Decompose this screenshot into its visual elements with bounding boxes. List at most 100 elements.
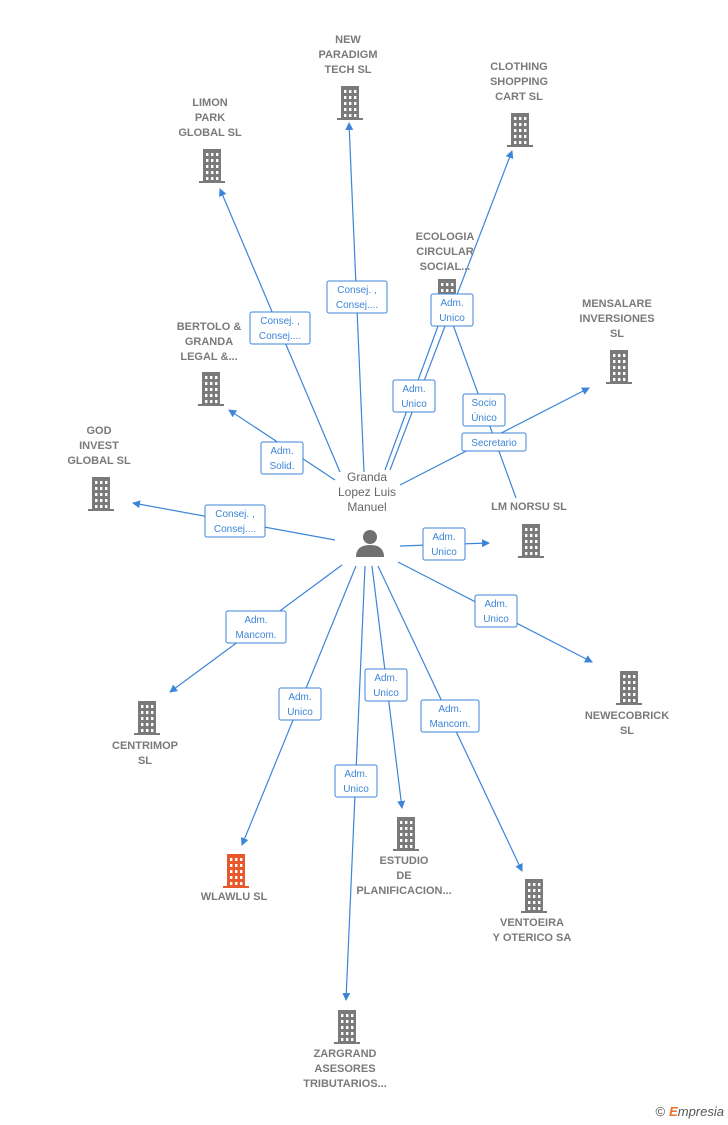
node-label-clothing[interactable]: SHOPPING	[490, 76, 548, 88]
node-label-estudio[interactable]: DE	[396, 870, 411, 882]
node-label-bertolo[interactable]: GRANDA	[185, 336, 233, 348]
edge-label-mensalare[interactable]: Secretario	[461, 432, 527, 452]
edge-label-text: Unico	[431, 547, 457, 558]
node-label-estudio[interactable]: ESTUDIO	[380, 855, 429, 867]
node-label-ecologia[interactable]: ECOLOGIA	[416, 231, 475, 243]
node-label-clothing[interactable]: CART SL	[495, 91, 543, 103]
edge-label-estudio[interactable]: Adm. Unico	[364, 668, 408, 702]
edge-label-text: Consej....	[336, 300, 378, 311]
node-label-wlawlu[interactable]: WLAWLU SL	[201, 891, 268, 903]
node-label-ventoeira[interactable]: VENTOEIRA	[500, 917, 564, 929]
node-label-clothing[interactable]: CLOTHING	[490, 61, 547, 73]
node-label-god-invest[interactable]: GLOBAL SL	[67, 455, 131, 467]
node-label-estudio[interactable]: PLANIFICACION...	[356, 885, 451, 897]
node-label-mensalare[interactable]: MENSALARE	[582, 298, 652, 310]
node-label-centrimop[interactable]: SL	[138, 755, 152, 767]
node-label-limon[interactable]: GLOBAL SL	[178, 127, 242, 139]
edge-label-lm-norsu[interactable]: Adm. Unico	[422, 527, 466, 561]
node-label-zargrand[interactable]: TRIBUTARIOS...	[303, 1078, 387, 1090]
edge-label-text: Adm.	[438, 704, 461, 715]
edge-label-text: Consej....	[214, 524, 256, 535]
copyright-symbol: ©	[655, 1104, 666, 1119]
building-icon-new-paradigm[interactable]	[337, 86, 363, 120]
edge-label-text: Consej....	[259, 331, 301, 342]
edge-label-text: Adm.	[374, 673, 397, 684]
edge-label-text: Adm.	[344, 769, 367, 780]
edges-layer	[132, 122, 593, 1001]
edge-label-ventoeira[interactable]: Adm. Mancom.	[420, 699, 480, 733]
edge-label-text: Adm.	[440, 298, 463, 309]
node-label-ventoeira[interactable]: Y OTERICO SA	[493, 932, 572, 944]
building-icon-zargrand[interactable]	[334, 1010, 360, 1044]
edge-label-text: Único	[471, 411, 497, 424]
edge-label-text: Unico	[287, 707, 313, 718]
node-label-newecobrick[interactable]: NEWECOBRICK	[585, 710, 669, 722]
edge-label-text: Unico	[439, 313, 465, 324]
edge-label-god-invest[interactable]: Consej. , Consej....	[204, 504, 266, 538]
edge-label-newecobrick[interactable]: Adm. Unico	[474, 594, 518, 628]
edge-label-new-paradigm[interactable]: Consej. ,Consej....	[326, 280, 388, 314]
person-icon[interactable]	[356, 530, 384, 557]
edge-label-text: Secretario	[471, 438, 517, 449]
center-label-line: Lopez Luis	[338, 485, 396, 499]
building-icon-ventoeira[interactable]	[521, 879, 547, 913]
edge-label-ecologia[interactable]: Adm. Unico	[430, 293, 474, 327]
edge-label-text: Unico	[483, 614, 509, 625]
edge-label-zargrand[interactable]: Adm.Unico	[334, 764, 378, 798]
node-label-bertolo[interactable]: LEGAL &...	[180, 351, 237, 363]
edge-label-text: Consej. ,	[215, 509, 254, 520]
node-label-zargrand[interactable]: ASESORES	[314, 1063, 375, 1075]
edge-label-text: Socio	[471, 398, 496, 409]
edge-label-limon[interactable]: Consej. ,Consej....	[249, 311, 311, 345]
node-label-ecologia[interactable]: SOCIAL...	[420, 261, 471, 273]
building-icon-centrimop[interactable]	[134, 701, 160, 735]
node-label-limon[interactable]: PARK	[195, 112, 225, 124]
edge-label-centrimop[interactable]: Adm. Mancom.	[225, 610, 287, 644]
node-label-limon[interactable]: LIMON	[192, 97, 227, 109]
brand-name: mpresia	[677, 1104, 724, 1119]
footer-brand[interactable]: ©Empresia	[655, 1104, 724, 1119]
building-icon-limon[interactable]	[199, 149, 225, 183]
brand-initial: E	[669, 1104, 678, 1119]
node-label-ecologia[interactable]: CIRCULAR	[416, 246, 473, 258]
edge-label-clothing[interactable]: Adm. Unico	[392, 379, 436, 413]
edge-label-text: Adm.	[244, 615, 267, 626]
edge-label-wlawlu[interactable]: Adm. Unico	[278, 687, 322, 721]
edge-label-bertolo[interactable]: Adm.Solid.	[260, 441, 304, 475]
building-icon-wlawlu[interactable]	[223, 854, 249, 888]
node-label-mensalare[interactable]: SL	[610, 328, 624, 340]
center-label-line: Manuel	[347, 500, 386, 514]
node-label-newecobrick[interactable]: SL	[620, 725, 634, 737]
edge-label-text: Adm.	[402, 384, 425, 395]
edge-label-text: Adm.	[484, 599, 507, 610]
building-icon-lm-norsu[interactable]	[518, 524, 544, 558]
edge-labels-layer: Consej. ,Consej....Consej. ,Consej....Ad…	[204, 280, 527, 798]
node-label-god-invest[interactable]: INVEST	[79, 440, 119, 452]
node-label-lm-norsu[interactable]: LM NORSU SL	[491, 501, 567, 513]
building-icon-mensalare[interactable]	[606, 350, 632, 384]
edge-label-text: Adm.	[432, 532, 455, 543]
edge-label-text: Mancom.	[429, 719, 470, 730]
building-icon-clothing[interactable]	[507, 113, 533, 147]
building-icon-estudio[interactable]	[393, 817, 419, 851]
node-label-new-paradigm[interactable]: NEW	[335, 34, 361, 46]
node-label-centrimop[interactable]: CENTRIMOP	[112, 740, 178, 752]
building-icon-newecobrick[interactable]	[616, 671, 642, 705]
node-label-new-paradigm[interactable]: PARADIGM	[318, 49, 377, 61]
node-label-bertolo[interactable]: BERTOLO &	[177, 321, 242, 333]
building-icon-bertolo[interactable]	[198, 372, 224, 406]
edge-label-text: Mancom.	[235, 630, 276, 641]
node-label-mensalare[interactable]: INVERSIONES	[579, 313, 654, 325]
node-label-new-paradigm[interactable]: TECH SL	[324, 64, 371, 76]
edge-label-text: Unico	[401, 399, 427, 410]
edge-label-text: Unico	[373, 688, 399, 699]
center-label-line: Granda	[347, 470, 387, 484]
edge-label-text: Adm.	[288, 692, 311, 703]
building-icon-god-invest[interactable]	[88, 477, 114, 511]
node-label-zargrand[interactable]: ZARGRAND	[314, 1048, 377, 1060]
node-label-god-invest[interactable]: GOD	[86, 425, 111, 437]
edge-label-text: Adm.	[270, 446, 293, 457]
